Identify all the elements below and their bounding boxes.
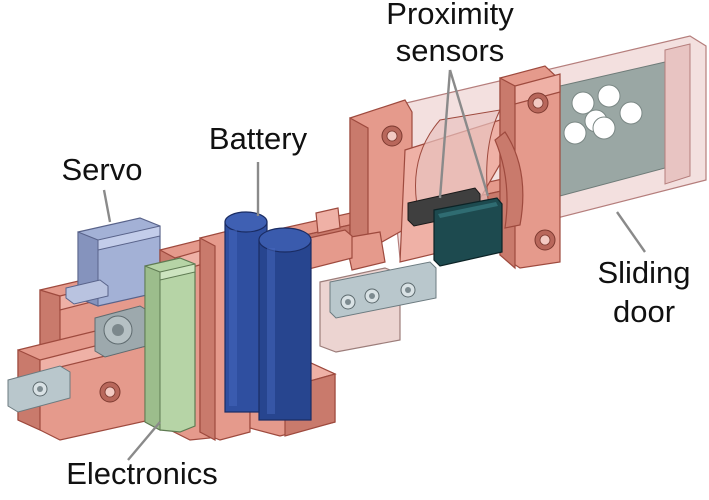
door-vent-holes <box>563 84 643 145</box>
label-sliding-line2: door <box>613 294 675 329</box>
label-servo: Servo <box>62 152 143 187</box>
label-proximity-line2: sensors <box>396 33 505 68</box>
label-proximity-line1: Proximity <box>386 0 514 31</box>
servo <box>65 217 161 307</box>
gear-mechanism <box>94 305 151 358</box>
slider-block <box>319 231 437 353</box>
proximity-sensors <box>407 187 503 267</box>
label-battery: Battery <box>209 121 308 156</box>
label-electronics: Electronics <box>66 456 218 491</box>
battery-cells <box>224 211 312 421</box>
electronics-board <box>144 257 196 433</box>
leader-lines <box>102 69 646 461</box>
label-sliding-line1: Sliding <box>597 255 690 290</box>
